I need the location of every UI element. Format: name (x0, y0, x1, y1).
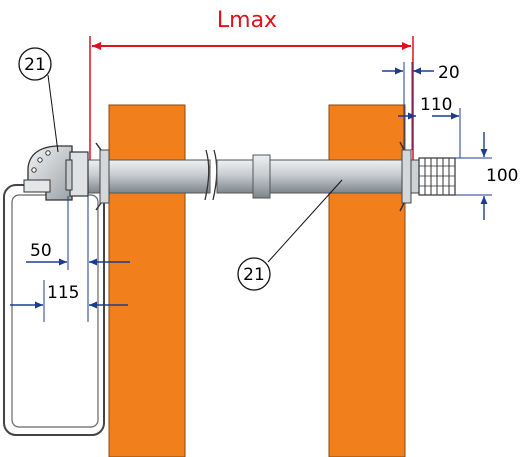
dim-115-label: 115 (47, 283, 79, 303)
dim-20-label: 20 (438, 63, 460, 83)
wall-rosette-right (399, 141, 412, 212)
dimension-lmax: Lmax (89, 8, 414, 160)
callout-21-elbow: 21 (18, 47, 59, 153)
dimension-20: 20 (382, 62, 460, 150)
dim-110-label: 110 (420, 95, 452, 115)
dimension-100: 100 (455, 132, 518, 220)
dimension-110: 110 (398, 95, 461, 158)
callout-21-pipe: 21 (237, 179, 343, 291)
dimension-115: 115 (10, 280, 128, 322)
wall-rosette-left (95, 142, 110, 211)
dimension-50: 50 (26, 196, 130, 322)
wall-left (108, 104, 186, 457)
pipe-right-segment (216, 154, 408, 199)
flue-elbow (23, 145, 89, 201)
boiler-casing (3, 184, 105, 436)
lmax-label: Lmax (217, 8, 277, 33)
wall-right (328, 104, 406, 457)
dim-50-label: 50 (30, 241, 52, 261)
dim-100-label: 100 (486, 166, 518, 186)
callout-21-elbow-label: 21 (24, 55, 46, 75)
terminal-grille (410, 157, 456, 196)
callout-21-pipe-label: 21 (243, 265, 265, 285)
